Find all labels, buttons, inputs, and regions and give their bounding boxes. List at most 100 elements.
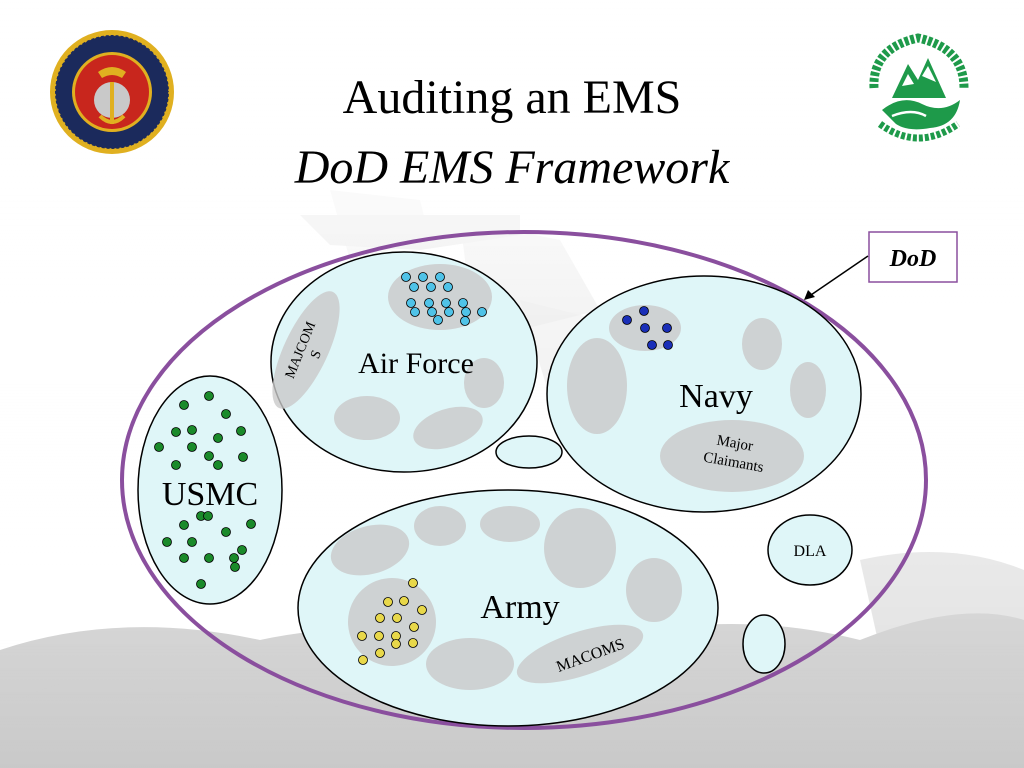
army-dot [375,648,385,658]
usmc-dot [187,537,197,547]
navy-inner-ellipse [567,338,627,434]
usmc-dot [204,391,214,401]
usmc-dot [213,433,223,443]
usmc-dot [179,520,189,530]
usmc-dot [187,425,197,435]
army-inner-ellipse [480,506,540,542]
army-dot [417,605,427,615]
army-dot [358,655,368,665]
usmc-dot [204,451,214,461]
navy-dot [622,315,632,325]
navy-major-claimants-ellipse [660,420,804,492]
usmc-dot [196,579,206,589]
army-dot [383,597,393,607]
air-force-dot [435,272,445,282]
usmc-dot [171,460,181,470]
navy-dot [639,306,649,316]
usmc-dot [229,553,239,563]
dod-arrow [807,255,869,298]
title-line-2: DoD EMS Framework [294,141,730,194]
army-inner-ellipse [544,508,616,588]
army-inner-ellipse [626,558,682,622]
usmc-dot [154,442,164,452]
army-dot [409,622,419,632]
air-force-dot [441,298,451,308]
navy-inner-ellipse [790,362,826,418]
air-force-dot [418,272,428,282]
usmc-dot [237,545,247,555]
usmc-dot [162,537,172,547]
air-force-dot [427,307,437,317]
usmc-label: USMC [162,476,258,513]
usmc-dot [203,511,213,521]
army-dot [399,596,409,606]
army-inner-ellipse [426,638,514,690]
air-force-dot [444,307,454,317]
army-dot [357,631,367,641]
army-dot [408,578,418,588]
usmc-dot [179,400,189,410]
air-force-label: Air Force [358,347,474,380]
dla-ellipse [767,514,853,586]
usmc-dot [246,519,256,529]
air-force-dot [433,315,443,325]
air-force-dot [443,282,453,292]
air-force-majcom-ellipse [272,291,340,409]
navy-dot [663,340,673,350]
navy-dot [662,323,672,333]
usmc-dot [179,553,189,563]
usmc-dot [187,442,197,452]
navy-dot [647,340,657,350]
navy-inner-ellipse [742,318,782,370]
dla-label: DLA [794,543,827,560]
army-label: Army [480,589,559,626]
navy-environmental-program-icon [860,33,976,150]
air-force-dot [461,307,471,317]
navy-dots [622,306,673,350]
army-dot [374,631,384,641]
usmc-dot [213,460,223,470]
navy-group: Navy Major Claimants [546,275,862,513]
usmc-dot [236,426,246,436]
dod-label: DoD [889,246,937,272]
usmc-dot [204,553,214,563]
air-force-dot [426,282,436,292]
usmc-dot [171,427,181,437]
army-inner-ellipse [330,524,410,576]
small-component-ellipse [742,614,786,674]
title-line-1: Auditing an EMS [342,71,682,124]
air-force-dot [477,307,487,317]
usmc-dot [221,409,231,419]
air-force-dot [410,307,420,317]
air-force-inner-ellipse [464,358,504,408]
usmc-dot [221,527,231,537]
dod-label-box [868,231,958,283]
small-component-ellipse [495,435,563,469]
air-force-dot [406,298,416,308]
usmc-seal-icon [50,30,174,154]
air-force-dot [424,298,434,308]
air-force-dot [460,316,470,326]
air-force-group: Air Force MAJCOM S [270,251,538,473]
air-force-inner-ellipse [334,396,400,440]
dod-outer-ellipse [120,230,928,730]
army-dot [375,613,385,623]
dla-group: DLA [767,514,853,586]
navy-dot [640,323,650,333]
usmc-dot [238,452,248,462]
usmc-group: USMC [137,375,283,605]
army-dot [391,639,401,649]
air-force-dots [401,272,487,326]
navy-label: Navy [679,378,753,415]
army-inner-ellipse [414,506,466,546]
usmc-dots [154,391,256,589]
army-dot [392,613,402,623]
dod-arrow-head [804,290,815,300]
usmc-dot [230,562,240,572]
air-force-dot [458,298,468,308]
air-force-dot [401,272,411,282]
army-dots [357,578,427,665]
air-force-dot [409,282,419,292]
